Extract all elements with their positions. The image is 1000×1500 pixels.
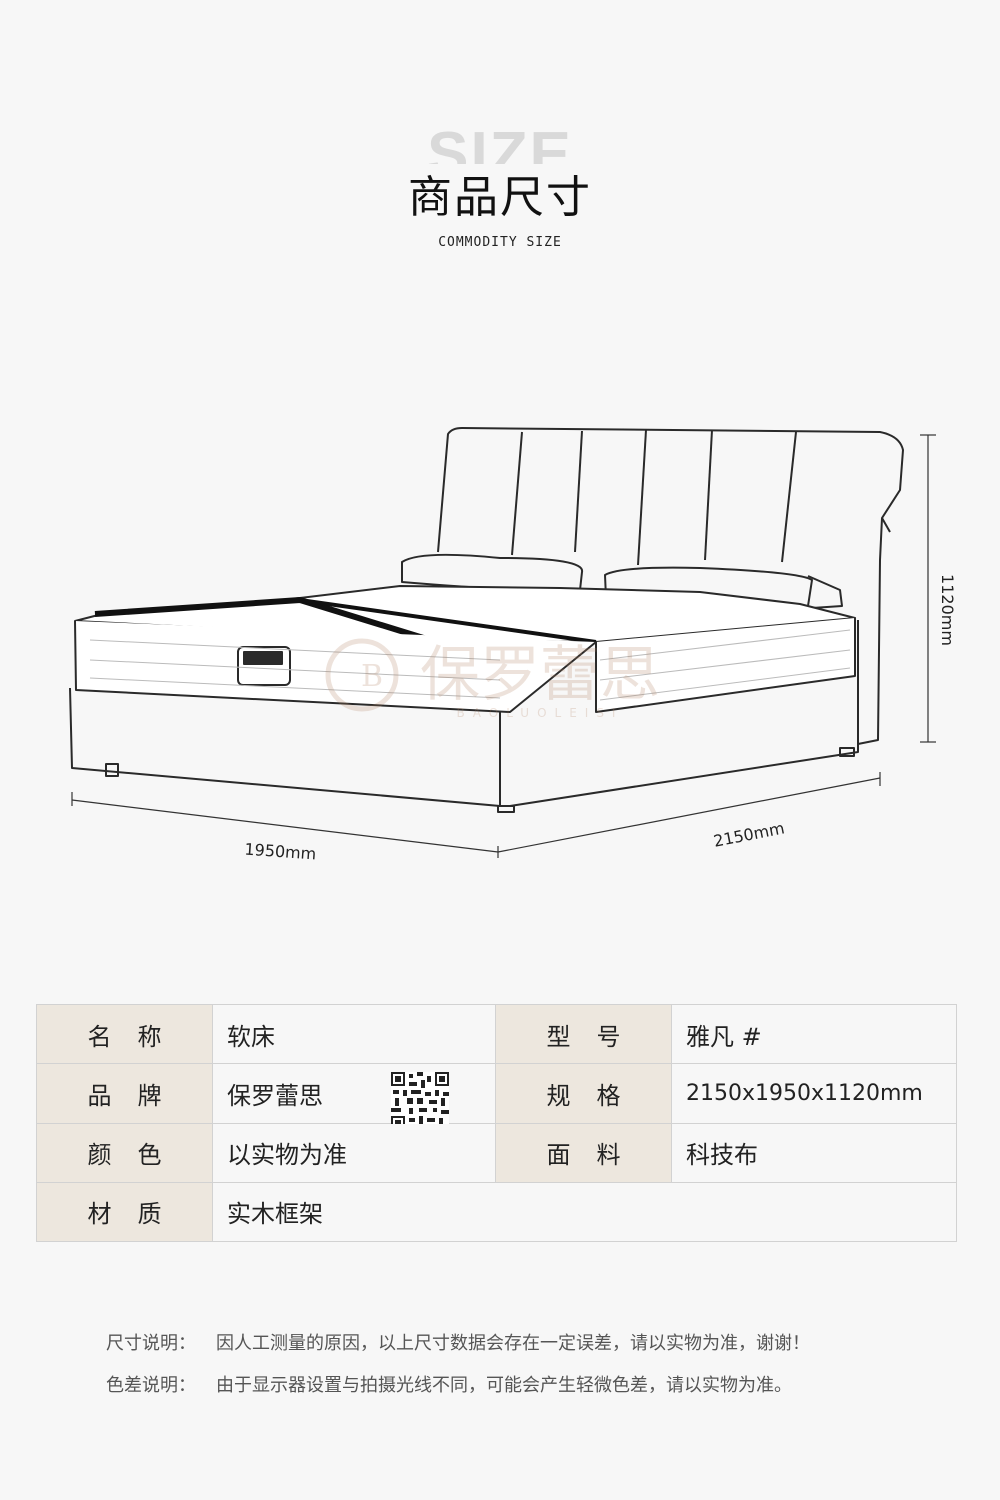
table-row: 品牌 保罗蕾思 <box>36 1063 957 1131</box>
size-note-label: 尺寸说明： <box>106 1333 196 1354</box>
spec-value-color: 以实物为准 <box>212 1122 496 1183</box>
dimension-lines <box>71 434 936 858</box>
length-dimension-label: 2150mm <box>712 818 786 850</box>
spec-value-fabric: 科技布 <box>671 1122 957 1183</box>
spec-value-model: 雅凡 # <box>671 1003 957 1065</box>
spec-label-fabric: 面料 <box>495 1122 672 1183</box>
table-row: 颜色 以实物为准 面料 科技布 <box>36 1122 957 1183</box>
spec-label-color: 颜色 <box>36 1122 213 1183</box>
length-dimension-line <box>497 777 881 853</box>
brand-watermark: B 保罗蕾思 BAOLUOLEISI <box>325 638 660 720</box>
spec-label-size: 规格 <box>495 1063 672 1124</box>
watermark-pinyin-text: BAOLUOLEISI <box>457 706 624 720</box>
bed-illustration <box>69 427 904 813</box>
spec-value-size: 2150x1950x1120mm <box>671 1063 957 1124</box>
table-row: 名称 软床 型号 雅凡 # <box>36 1003 957 1065</box>
spec-value-brand: 保罗蕾思 <box>227 1081 323 1110</box>
spec-label-model: 型号 <box>495 1003 672 1065</box>
width-dimension-label: 1950mm <box>244 840 317 864</box>
page-title: 商品尺寸 <box>408 172 592 223</box>
bed-dimension-drawing: B 保罗蕾思 BAOLUOLEISI 1950mm 2150mm 1120mm <box>69 427 957 864</box>
spec-value-brand-cell: 保罗蕾思 <box>212 1063 496 1131</box>
spec-label-brand: 品牌 <box>36 1063 213 1124</box>
spec-value-material: 实木框架 <box>212 1181 957 1243</box>
color-note-label: 色差说明： <box>106 1375 196 1396</box>
size-note: 尺寸说明： 因人工测量的原因，以上尺寸数据会存在一定误差，请以实物为准，谢谢！ <box>106 1330 966 1372</box>
qr-code-icon <box>391 1072 449 1131</box>
svg-text:B: B <box>361 659 383 694</box>
height-dimension-label: 1120mm <box>938 574 957 646</box>
notes-section: 尺寸说明： 因人工测量的原因，以上尺寸数据会存在一定误差，请以实物为准，谢谢！ 色… <box>106 1330 966 1414</box>
color-note-text: 由于显示器设置与拍摄光线不同，可能会产生轻微色差，请以实物为准。 <box>216 1375 792 1396</box>
size-note-text: 因人工测量的原因，以上尺寸数据会存在一定误差，请以实物为准，谢谢！ <box>216 1333 810 1354</box>
spec-value-name: 软床 <box>212 1003 496 1065</box>
width-dimension-line <box>71 799 499 853</box>
page-subtitle: COMMODITY SIZE <box>438 235 562 250</box>
watermark-logo-icon <box>325 638 399 712</box>
spec-label-material: 材质 <box>36 1181 213 1243</box>
section-header: SIZE 商品尺寸 COMMODITY SIZE <box>0 118 1000 268</box>
size-background-word: SIZE <box>427 120 573 165</box>
spec-label-name: 名称 <box>36 1003 213 1065</box>
specification-table: 名称 软床 型号 雅凡 # 品牌 保罗蕾思 <box>36 1003 957 1243</box>
color-note: 色差说明： 由于显示器设置与拍摄光线不同，可能会产生轻微色差，请以实物为准。 <box>106 1372 966 1414</box>
watermark-brand-text: 保罗蕾思 <box>420 640 660 710</box>
table-row: 材质 实木框架 <box>36 1181 957 1243</box>
mattress-quilting-texture <box>89 629 851 701</box>
